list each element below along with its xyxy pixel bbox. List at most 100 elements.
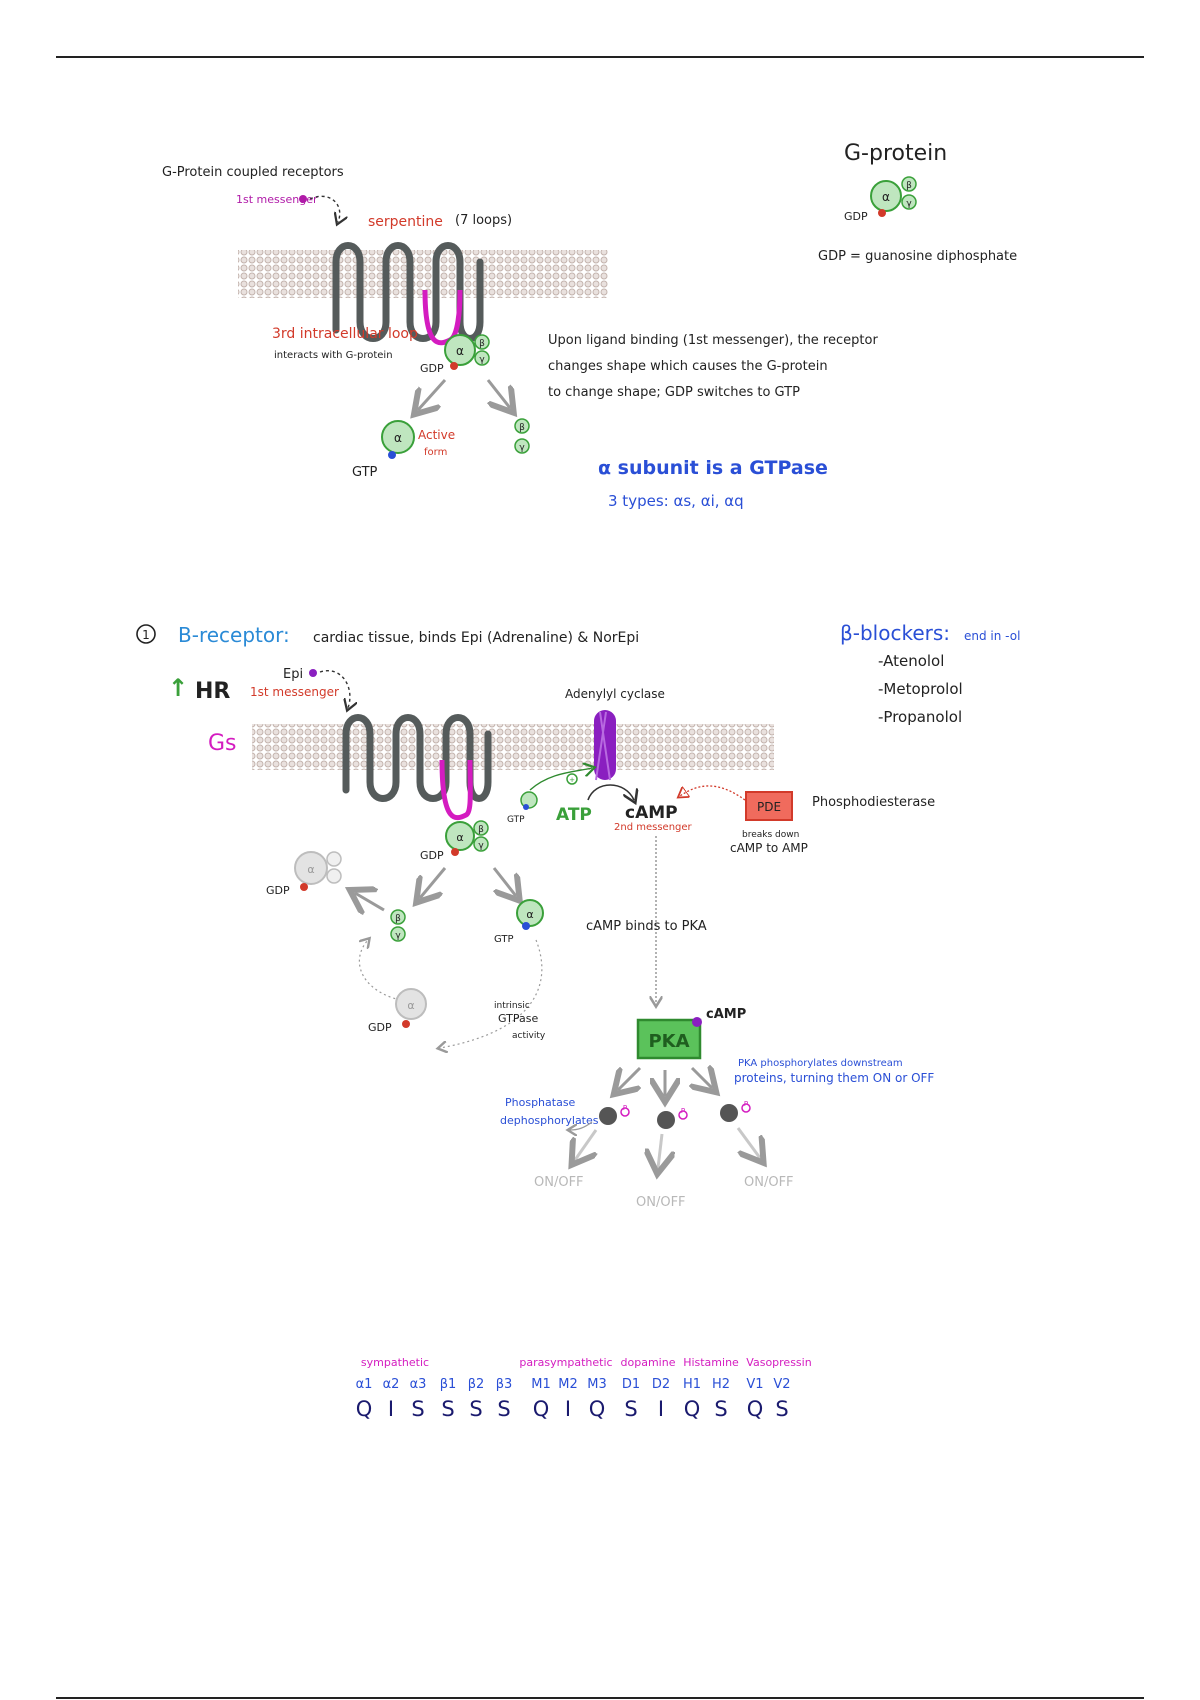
alpha-subunit (444, 334, 476, 366)
receptor-7tm-2 (342, 714, 492, 802)
beta-subunit (474, 334, 490, 350)
legend-alpha (870, 180, 902, 212)
table-gprotein-type: I (658, 1397, 664, 1421)
intrinsic-1: intrinsic (494, 1001, 530, 1011)
plus-sign: + (569, 776, 575, 784)
beta-free-label: β (519, 423, 525, 433)
phospho-1 (620, 1107, 630, 1117)
gdp-dot-2 (451, 848, 459, 856)
table-receptor-label: H1 (683, 1377, 701, 1392)
cycle-beta-label: β (395, 914, 401, 924)
second-messenger-label: 2nd messenger (614, 822, 693, 833)
b-receptor-title: B-receptor: (178, 623, 290, 647)
gdp-label-2: GDP (420, 849, 444, 862)
section-gpcr: G-Protein coupled receptors 1st messenge… (162, 165, 878, 510)
table-receptor-label: M1 (531, 1377, 551, 1392)
desc-line-2: changes shape which causes the G-protein (548, 359, 828, 374)
alpha-gtp-small (520, 791, 538, 809)
legend-gdp: GDP (844, 210, 868, 223)
inactive-gdp-label: GDP (266, 884, 290, 897)
section-number-circle (136, 624, 156, 644)
intrinsic-3: activity (512, 1031, 546, 1041)
alpha-gdp-inactive-label: α (407, 999, 414, 1012)
table-gprotein-type: Q (589, 1397, 606, 1421)
b-receptor-desc: cardiac tissue, binds Epi (Adrenaline) &… (313, 630, 639, 646)
cycle-gamma (390, 926, 406, 942)
phosphatase-2: dephosphorylates (500, 1114, 599, 1127)
table-receptor-label: α3 (410, 1377, 427, 1392)
pka-box (636, 1018, 702, 1060)
gamma-free (514, 438, 530, 454)
inactive-gamma (326, 868, 342, 884)
gtp-dot (388, 451, 396, 459)
table-group-label: dopamine (621, 1356, 676, 1369)
loop3-title: 3rd intracellular loop (272, 326, 418, 342)
table-group-label: sympathetic (361, 1356, 429, 1369)
onoff-arrow-1 (575, 1129, 596, 1160)
alpha-gdp-inactive (395, 988, 427, 1020)
table-gprotein-type: S (441, 1397, 454, 1421)
up-arrow-icon: ↑ (168, 674, 188, 702)
phosphatase-1: Phosphatase (505, 1096, 576, 1109)
table-gprotein-type: Q (356, 1397, 373, 1421)
legend-beta-label: β (906, 181, 912, 191)
pka-desc-1: PKA phosphorylates downstream (738, 1058, 903, 1069)
inactive-beta (326, 851, 342, 867)
onoff-arrow-2 (658, 1133, 662, 1168)
beta-free (514, 418, 530, 434)
gamma-free-label: γ (519, 443, 525, 453)
phospho-2 (678, 1110, 688, 1120)
gpcr-title: G-Protein coupled receptors (162, 165, 344, 180)
table-gprotein-type: Q (684, 1397, 701, 1421)
table-gprotein-type: S (469, 1397, 482, 1421)
inactive-gprotein (294, 851, 328, 885)
pde-box (745, 791, 793, 821)
camp-binds-label: cAMP binds to PKA (586, 919, 707, 934)
gprotein-legend: G-protein α β γ GDP GDP = guanosine diph… (818, 141, 1017, 264)
cycle-alpha-gtp-label: α (526, 908, 533, 921)
onoff-3: ON/OFF (744, 1175, 794, 1190)
gamma-subunit (474, 350, 490, 366)
pka-arrow-left (618, 1068, 640, 1090)
split-arrow-right (486, 379, 510, 408)
beta-blockers-title: β-blockers: (840, 621, 950, 645)
pka-camp-dot (692, 1017, 702, 1027)
blocker-atenolol: -Atenolol (878, 652, 944, 670)
gdp-label: GDP (420, 362, 444, 375)
active-form-label-1: Active (418, 428, 455, 442)
alpha-s-bound (445, 821, 475, 851)
phospho-1-label: P (623, 1104, 627, 1112)
cycle-gtp-label: GTP (494, 934, 514, 945)
alpha-active (381, 420, 415, 454)
cycle-arrow-a (420, 867, 447, 898)
table-receptor-label: M2 (558, 1377, 578, 1392)
hydrolysis-arrow (440, 939, 543, 1048)
pka-desc-2: proteins, turning them ON or OFF (734, 1071, 934, 1085)
gs-activates-arrow (529, 768, 592, 791)
table-gprotein-type: Q (533, 1397, 550, 1421)
cycle-arrow-b (492, 867, 516, 896)
receptor-7tm (332, 242, 484, 342)
table-receptor-label: D1 (622, 1377, 640, 1392)
table-receptor-label: V2 (773, 1377, 790, 1392)
gtp-label: GTP (352, 465, 378, 480)
cycle-gamma-label: γ (395, 931, 401, 941)
bottom-rule (56, 1697, 1144, 1699)
pde-label: PDE (757, 800, 781, 814)
gtpase-line: α subunit is a GTPase (598, 457, 828, 479)
onoff-2: ON/OFF (636, 1195, 686, 1210)
gprotein-legend-title: G-protein (844, 141, 947, 166)
table-receptor-label: M3 (587, 1377, 607, 1392)
pka-label: PKA (648, 1031, 689, 1052)
phosphatase-arrow (570, 1121, 593, 1130)
messenger-dot (299, 195, 307, 203)
table-gprotein-type: S (411, 1397, 424, 1421)
phospho-3-label: P (744, 1100, 748, 1108)
blocker-metoprolol: -Metoprolol (878, 680, 963, 698)
cell-membrane-2 (252, 724, 774, 770)
legend-alpha-label: α (882, 190, 890, 204)
pde-breaks-2: cAMP to AMP (730, 841, 808, 855)
atp-label: ATP (556, 805, 592, 825)
